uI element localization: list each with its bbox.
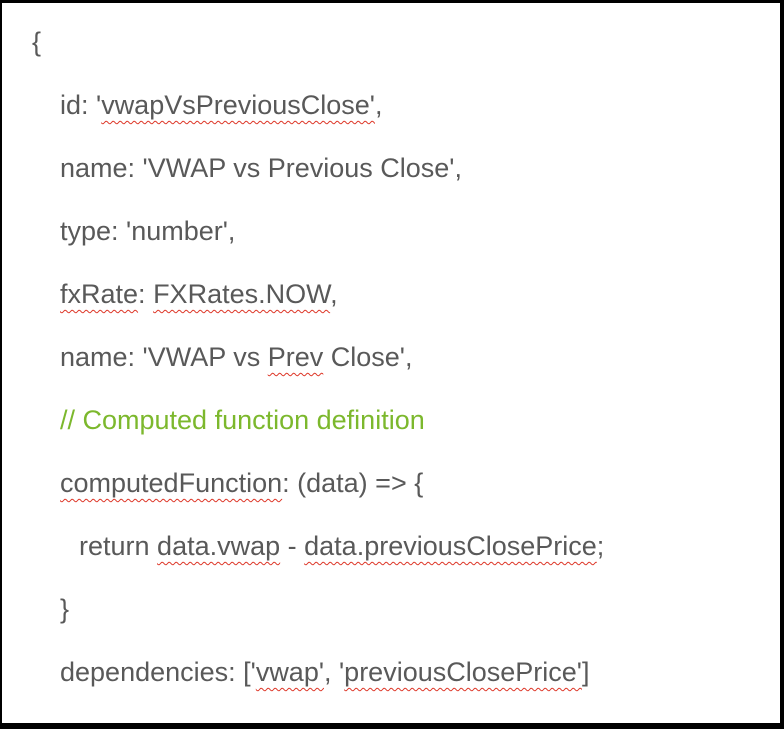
code-text: { xyxy=(32,27,42,57)
code-text: , xyxy=(330,279,338,309)
misspelled-word: computedFunction xyxy=(60,468,283,498)
misspelled-word: FXRates.NOW xyxy=(153,279,331,309)
comment-text: // Computed function definition xyxy=(60,405,425,435)
code-text: , ' xyxy=(324,657,345,687)
code-text: - xyxy=(280,531,305,561)
code-text: name: 'VWAP vs xyxy=(60,342,268,372)
code-text: Close', xyxy=(323,342,413,372)
misspelled-word: previousClosePrice' xyxy=(344,657,582,687)
code-line: return data.vwap - data.previousClosePri… xyxy=(32,515,780,578)
misspelled-word: vwap' xyxy=(255,657,324,687)
code-text: } xyxy=(60,594,70,624)
misspelled-word: fxRate xyxy=(60,279,139,309)
code-line: type: 'number', xyxy=(32,200,780,263)
code-text: : (data) => { xyxy=(282,468,424,498)
misspelled-word: Prev xyxy=(267,342,324,372)
misspelled-word: vwapVsPreviousClose' xyxy=(101,90,375,120)
code-line: // Computed function definition xyxy=(32,389,780,452)
code-line: name: 'VWAP vs Prev Close', xyxy=(32,326,780,389)
code-line: } xyxy=(32,578,780,641)
misspelled-word: data.vwap xyxy=(157,531,281,561)
code-text: : xyxy=(138,279,154,309)
code-text: id: ' xyxy=(60,90,102,120)
code-text: ; xyxy=(596,531,605,561)
code-text: dependencies: [' xyxy=(60,657,256,687)
code-line: computedFunction: (data) => { xyxy=(32,452,780,515)
misspelled-word: data.previousClosePrice xyxy=(304,531,597,561)
code-line: { xyxy=(32,11,780,74)
code-line: name: 'VWAP vs Previous Close', xyxy=(32,137,780,200)
code-line: fxRate: FXRates.NOW, xyxy=(32,263,780,326)
code-text: name: 'VWAP vs Previous Close', xyxy=(60,153,462,183)
code-text: ] xyxy=(581,657,590,687)
code-text: , xyxy=(374,90,383,120)
code-text: type: 'number', xyxy=(60,216,236,246)
code-line: dependencies: ['vwap', 'previousClosePri… xyxy=(32,641,780,704)
code-block: { id: 'vwapVsPreviousClose', name: 'VWAP v… xyxy=(2,3,780,704)
code-line: id: 'vwapVsPreviousClose', xyxy=(32,74,780,137)
code-text: return xyxy=(79,531,158,561)
